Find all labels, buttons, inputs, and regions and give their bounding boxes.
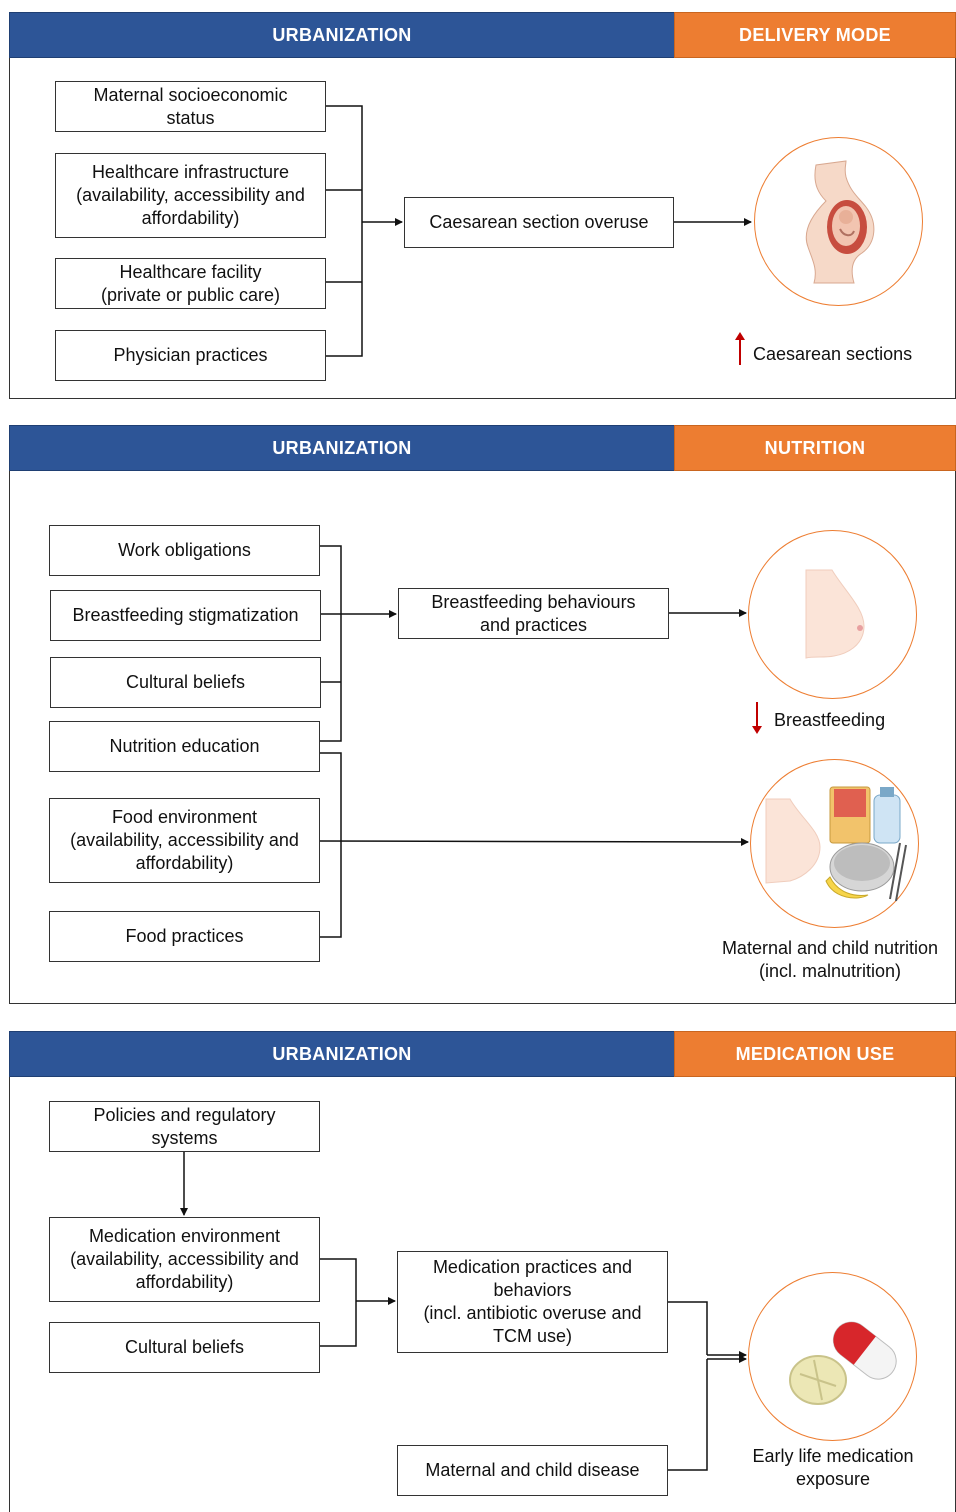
pregnancy-icon: [805, 160, 875, 284]
factor-healthcare-infrastructure: Healthcare infrastructure (availability,…: [55, 153, 326, 238]
medication-practices-box: Medication practices and behaviors (incl…: [397, 1251, 668, 1353]
caesarean-sections-label: Caesarean sections: [753, 344, 913, 364]
pills-circle: [748, 1272, 917, 1441]
factor-nutrition-education: Nutrition education: [49, 721, 320, 772]
breastfeeding-label: Breastfeeding: [774, 710, 886, 730]
pills-icon: [789, 1321, 897, 1405]
breastfeeding-down-arrow: [752, 702, 762, 734]
maternal-child-disease-box: Maternal and child disease: [397, 1445, 668, 1496]
delivery-urbanization-header: URBANIZATION: [9, 12, 675, 58]
pregnancy-circle: [754, 137, 923, 306]
medication-exposure-label: Early life medication exposure: [752, 1446, 914, 1489]
factor-work-obligations: Work obligations: [49, 525, 320, 576]
delivery-mode-header: DELIVERY MODE: [674, 12, 956, 58]
medication-environment-box: Medication environment (availability, ac…: [49, 1217, 320, 1302]
medication-urbanization-header: URBANIZATION: [9, 1031, 675, 1077]
nutrition-header: NUTRITION: [674, 425, 956, 471]
breast-icon: [805, 569, 865, 659]
caesarean-up-arrow: [735, 332, 745, 365]
nutrition-urbanization-header: URBANIZATION: [9, 425, 675, 471]
factor-socioeconomic: Maternal socioeconomic status: [55, 81, 326, 132]
factor-physician-practices: Physician practices: [55, 330, 326, 381]
breastfeeding-behaviours-box: Breastfeeding behaviours and practices: [398, 588, 669, 639]
nutrition-outcome-label: Maternal and child nutrition (incl. maln…: [721, 938, 939, 981]
food-circle: [750, 759, 919, 928]
breast-circle: [748, 530, 917, 699]
factor-food-environment: Food environment (availability, accessib…: [49, 798, 320, 883]
medication-use-header: MEDICATION USE: [674, 1031, 956, 1077]
factor-food-practices: Food practices: [49, 911, 320, 962]
medication-cultural-beliefs-box: Cultural beliefs: [49, 1322, 320, 1373]
policies-box: Policies and regulatory systems: [49, 1101, 320, 1152]
factor-healthcare-facility: Healthcare facility (private or public c…: [55, 258, 326, 309]
factor-breastfeeding-stigmatization: Breastfeeding stigmatization: [50, 590, 321, 641]
caesarean-overuse-box: Caesarean section overuse: [404, 197, 674, 248]
food-icon: [765, 786, 907, 902]
factor-cultural-beliefs: Cultural beliefs: [50, 657, 321, 708]
